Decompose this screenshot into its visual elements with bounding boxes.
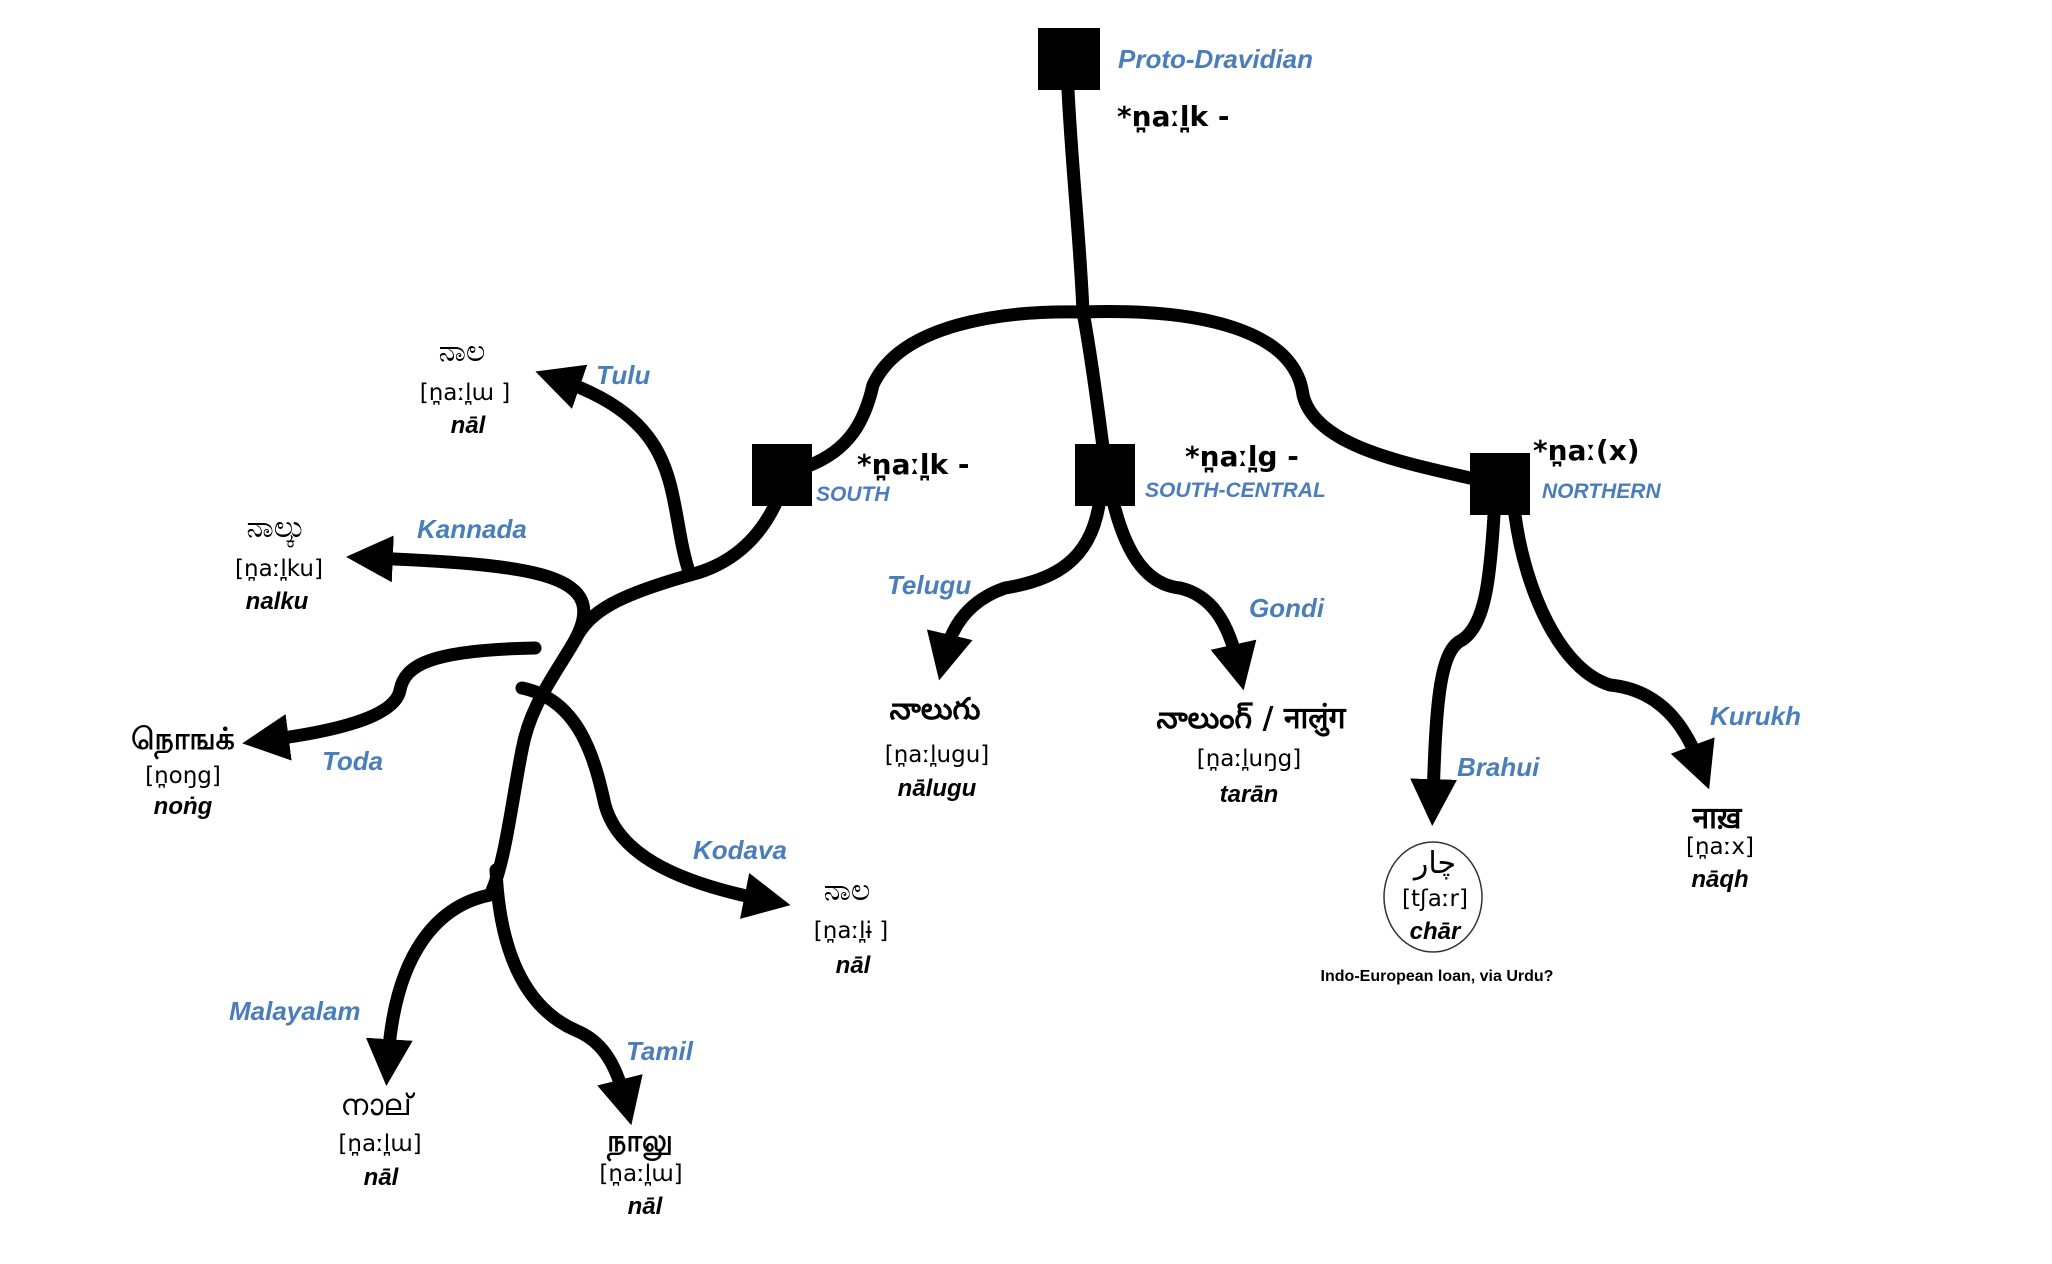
kurukh-script: नाख़ [1692,801,1742,836]
malayalam-roman: nāl [363,1164,399,1191]
tulu-ipa: [n̪aːl̪ɯ ] [419,380,511,406]
toda-script: நொஙக் [131,722,235,757]
edge-to-kurukh [1508,508,1715,790]
south-proto-form: *n̪aːl̪k - [857,448,970,481]
brahui-roman: chār [1409,918,1461,945]
lang-name-toda: Toda [322,746,384,776]
kodava-roman: nāl [835,952,871,979]
tamil-roman: nāl [627,1193,663,1220]
node-proto-dravidian [1038,28,1100,90]
lang-name-kodava: Kodava [693,835,787,865]
lang-name-gondi: Gondi [1249,593,1325,623]
edge-to-kodava [515,681,791,919]
node-south [752,444,812,506]
root-label: Proto-Dravidian [1118,44,1314,74]
gondi-script: నాలుంగ్ / नालुंग [1156,701,1346,736]
lang-name-telugu: Telugu [887,570,972,600]
brahui-loan-note: Indo-European loan, via Urdu? [1320,968,1554,985]
gondi-ipa: [n̪aːl̪uŋg] [1196,746,1302,772]
edge-to-tamil [489,863,643,1126]
brahui-script: چار [1413,846,1457,881]
node-south-central [1075,444,1135,506]
edge-to-gondi [1107,498,1257,691]
edge-to-malayalam [365,743,529,1086]
kannada-ipa: [n̪aːl̪ku] [235,556,323,582]
edge-root-south-central [1076,305,1110,454]
tulu-script: ನಾಲ [438,334,486,369]
kannada-roman: nalku [245,588,309,615]
edge-root-northern [1076,305,1477,485]
edge-to-toda [242,641,542,761]
brahui-ipa: [tʃaːr] [1402,886,1468,912]
node-northern [1470,453,1530,515]
malayalam-script: നാല് [340,1088,412,1123]
south-central-proto-form: *n̪aːl̪g - [1185,440,1299,473]
tamil-ipa: [n̪aːl̪ɯ] [599,1161,683,1187]
south-central-label: SOUTH-CENTRAL [1145,479,1326,502]
tulu-roman: nāl [450,412,486,439]
lang-name-tulu: Tulu [596,360,651,390]
toda-roman: noṅg [153,793,213,820]
lang-name-malayalam: Malayalam [229,996,361,1026]
kodava-script: ನಾಲ [823,873,871,908]
kurukh-roman: nāqh [1691,866,1749,893]
telugu-script: నాలుగు [889,692,981,727]
edge-to-tulu [535,364,697,582]
lang-name-brahui: Brahui [1457,752,1540,782]
tamil-script: நாலு [607,1124,673,1159]
lang-name-kurukh: Kurukh [1710,701,1801,731]
root-proto-form: *n̪aːl̪k - [1117,100,1230,133]
kannada-script: ನಾಲ್ಕು [246,510,306,545]
northern-label: NORTHERN [1542,480,1661,503]
kurukh-ipa: [n̪aːx] [1686,834,1754,860]
edge-to-brahui [1410,508,1501,826]
edge-to-telugu [926,498,1106,681]
south-label: SOUTH [816,483,890,506]
edge-root-south [801,305,1090,473]
edge-root-trunk [1061,83,1090,319]
gondi-roman: tarān [1219,781,1279,808]
telugu-roman: nālugu [897,775,977,802]
edge-to-kannada [346,535,591,647]
malayalam-ipa: [n̪aːl̪ɯ] [338,1131,422,1157]
kodava-ipa: [n̪aːl̪ɨ ] [813,918,889,944]
brahui-circle [1383,841,1483,953]
toda-ipa: [n̪oŋg] [145,763,221,789]
telugu-ipa: [n̪aːl̪ugu] [884,742,990,768]
northern-proto-form: *n̪aː(x) [1533,434,1640,467]
lang-name-kannada: Kannada [417,514,527,544]
lang-name-tamil: Tamil [626,1036,693,1066]
